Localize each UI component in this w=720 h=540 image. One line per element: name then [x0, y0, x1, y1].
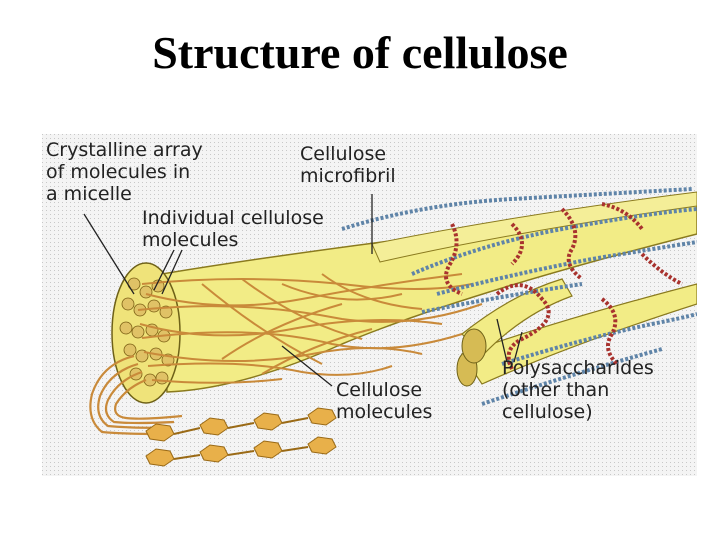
micelle-strands	[137, 273, 483, 384]
label-crystalline-array-line3: a micelle	[46, 183, 132, 205]
glucose-ring-links	[173, 417, 309, 460]
glucose-ring-chain-lower	[145, 436, 337, 467]
label-crystalline-array: Crystalline array	[46, 139, 203, 161]
label-polysaccharides-line2: (other than	[502, 379, 609, 401]
label-cellulose-molecules-line2: molecules	[336, 401, 432, 423]
cellulose-microfibril	[161, 191, 697, 393]
loose-cellulose-strands	[89, 354, 183, 436]
leader-lines	[83, 194, 523, 387]
label-cellulose-microfibril: Cellulose	[300, 143, 386, 165]
third-microfibril	[461, 278, 573, 364]
label-polysaccharides: Polysaccharides	[502, 357, 654, 379]
label-cellulose-microfibril-line2: microfibril	[300, 165, 396, 187]
blue-polysaccharide-chains	[341, 187, 697, 406]
label-individual-cellulose-line2: molecules	[142, 229, 238, 251]
label-polysaccharides-line3: cellulose)	[502, 401, 593, 423]
slide-title: Structure of cellulose	[152, 27, 568, 78]
label-crystalline-array-line2: of molecules in	[46, 161, 190, 183]
cellulose-diagram: Crystalline array of molecules in a mice…	[42, 134, 697, 476]
label-cellulose-molecules: Cellulose	[336, 379, 422, 401]
cross-section-circles	[119, 277, 175, 387]
red-polysaccharide-chains	[444, 202, 683, 370]
label-individual-cellulose: Individual cellulose	[142, 207, 324, 229]
glucose-ring-chain-upper	[145, 407, 337, 442]
